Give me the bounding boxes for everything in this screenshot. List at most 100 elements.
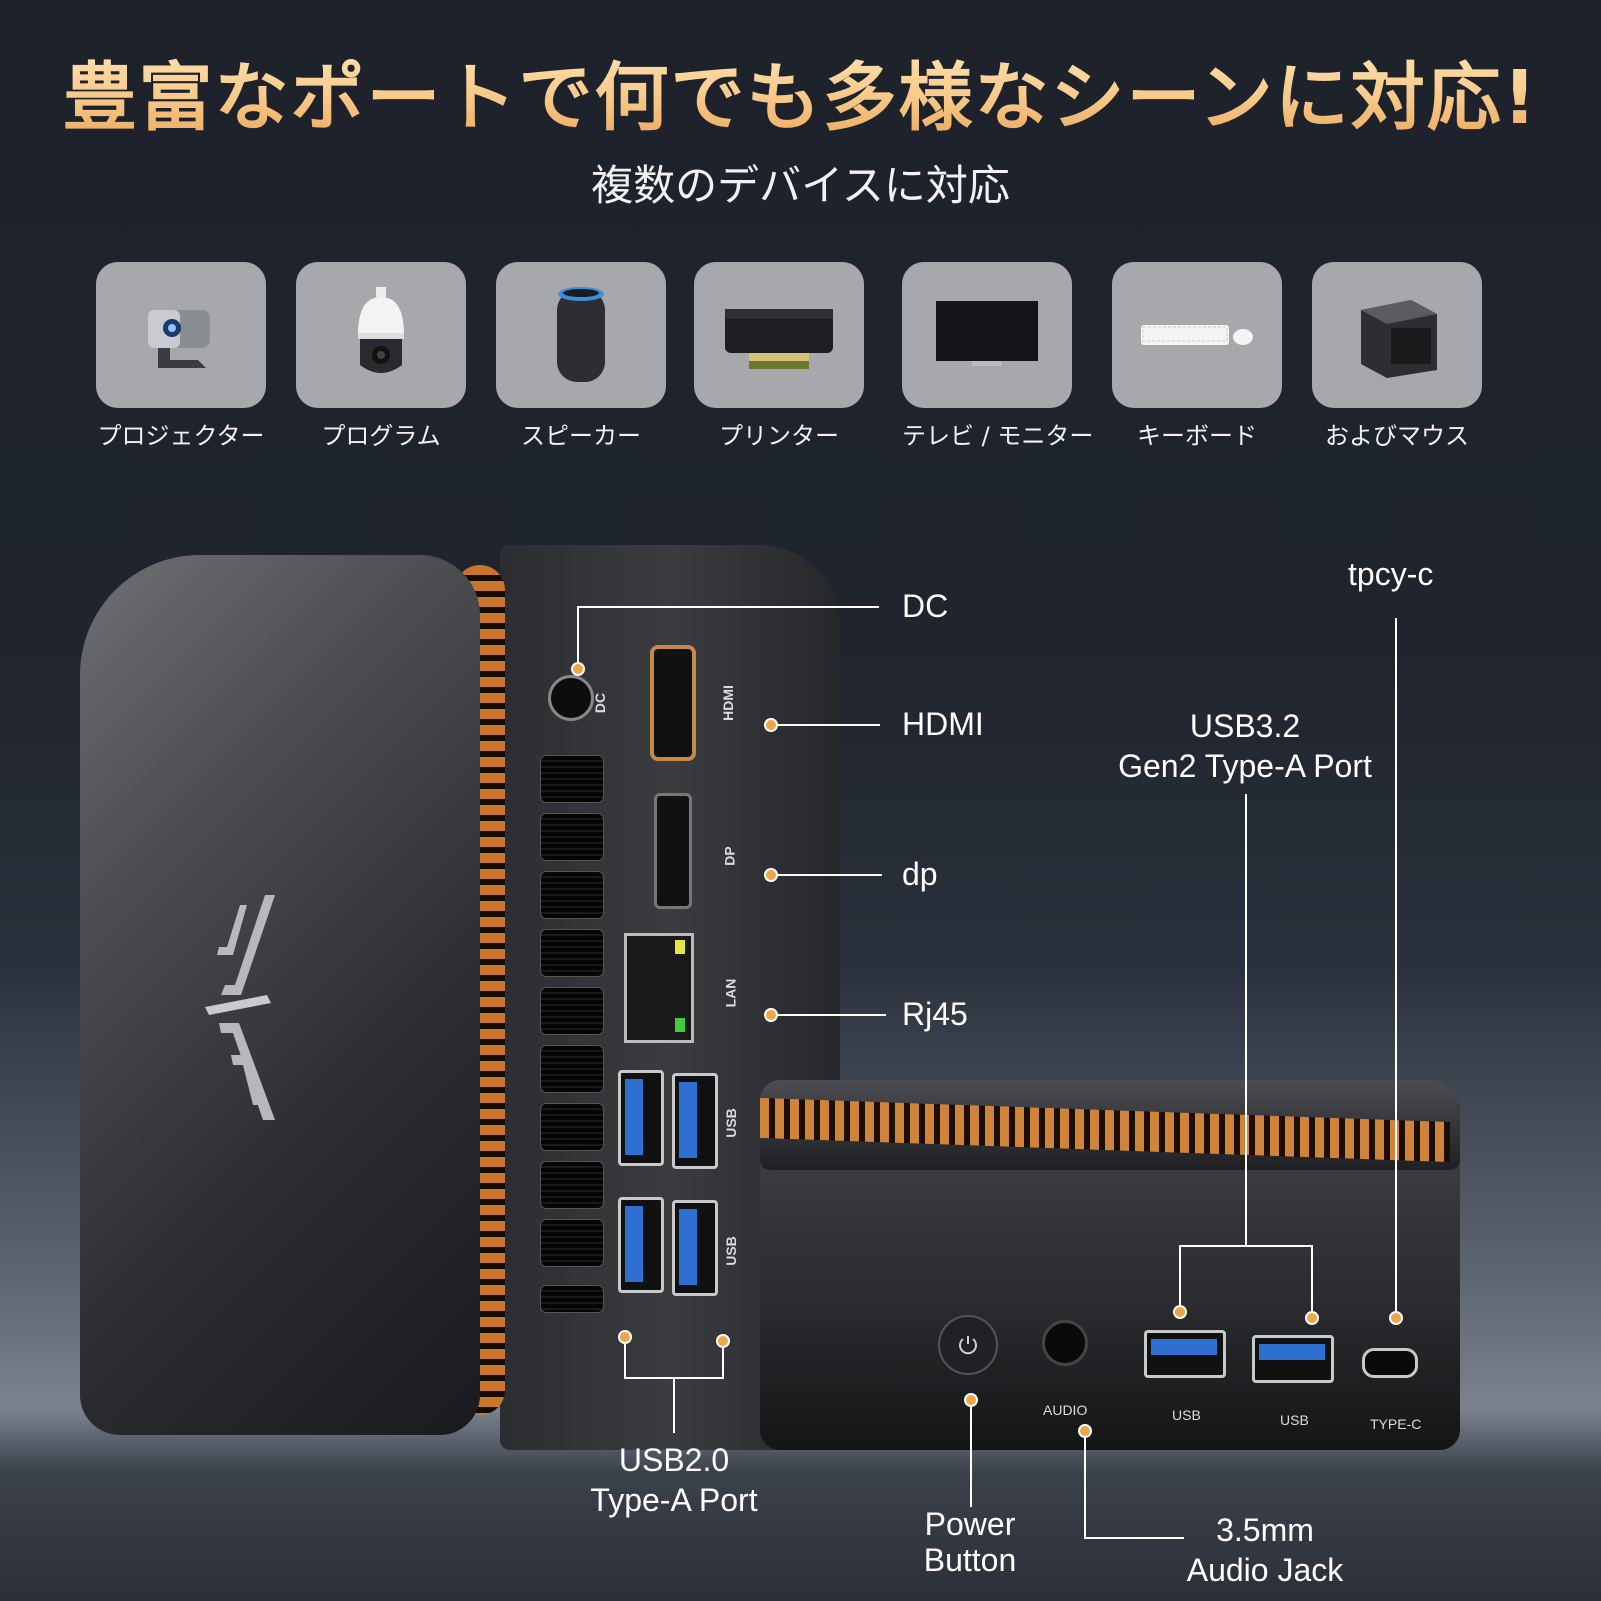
callout-audio-line1: 3.5mm <box>1216 1512 1314 1548</box>
device-printer: プリンター <box>694 262 864 451</box>
callout-usb2-line1: USB2.0 <box>618 1442 730 1478</box>
callout-rj45: Rj45 <box>902 996 968 1032</box>
callout-line <box>1179 1245 1313 1247</box>
device-speaker: スピーカー <box>496 262 666 451</box>
callout-line <box>770 724 880 726</box>
usb32-port[interactable] <box>1252 1335 1334 1383</box>
mini-pc-side-view: DC HDMI DP LAN USB USB <box>80 545 840 1450</box>
printed-label-typec: TYPE-C <box>1370 1416 1422 1432</box>
usb2-port[interactable] <box>672 1073 718 1169</box>
printed-label-dc: DC <box>592 692 609 714</box>
hdmi-port[interactable] <box>650 645 696 761</box>
callout-line <box>1245 794 1247 1246</box>
callout-line <box>770 874 882 876</box>
callout-line <box>1084 1438 1086 1538</box>
device-label: およびマウス <box>1325 422 1469 450</box>
mini-pc-front-view: AUDIO USB USB TYPE-C <box>760 1080 1460 1460</box>
callout-audio-line2: Audio Jack <box>1186 1552 1344 1588</box>
callout-dot-usb2 <box>618 1330 632 1344</box>
device-label: キーボード <box>1137 422 1257 450</box>
device-projector: プロジェクター <box>96 262 266 451</box>
callout-dp: dp <box>902 856 938 892</box>
vent-slot <box>540 813 604 861</box>
callout-dot-usb2 <box>716 1334 730 1348</box>
callout-dot-usb32 <box>1173 1305 1187 1319</box>
vent-slot <box>540 987 604 1035</box>
callout-line <box>624 1344 626 1378</box>
callout-dot-power <box>964 1393 978 1407</box>
vent-slot <box>540 871 604 919</box>
printed-label-usb: USB <box>1172 1407 1201 1423</box>
callout-line <box>770 1014 886 1016</box>
device-label: テレビ / モニター <box>902 422 1094 450</box>
device-label: スピーカー <box>521 422 641 450</box>
usb-c-port[interactable] <box>1362 1348 1418 1378</box>
callout-line <box>1311 1245 1313 1311</box>
usb2-port[interactable] <box>618 1070 664 1166</box>
vent-slot <box>540 1161 604 1209</box>
dc-jack[interactable] <box>548 675 594 721</box>
printed-label-dp: DP <box>721 846 738 866</box>
usb32-port[interactable] <box>1144 1330 1226 1378</box>
vent-slot <box>540 1103 604 1151</box>
subheadline: 複数のデバイスに対応 <box>591 161 1010 210</box>
power-button[interactable] <box>938 1315 998 1375</box>
mini-pc-icon <box>1312 262 1482 408</box>
vent-slot <box>540 755 604 803</box>
printed-label-usb: USB <box>1280 1412 1309 1428</box>
vent-slot <box>540 1285 604 1313</box>
vent-slot <box>540 1045 604 1093</box>
callout-dot-typec <box>1389 1311 1403 1325</box>
callout-usb2: USB2.0 Type-A Port <box>580 1440 768 1520</box>
callout-dot-hdmi <box>764 718 778 732</box>
callout-audio: 3.5mm Audio Jack <box>1170 1510 1360 1590</box>
headline: 豊富なポートで何でも多様なシーンに対応! <box>0 38 1601 145</box>
usb2-port[interactable] <box>618 1197 664 1293</box>
callout-line <box>673 1377 675 1433</box>
usb2-port[interactable] <box>672 1200 718 1296</box>
callout-hdmi: HDMI <box>902 706 984 742</box>
rj45-port[interactable] <box>624 933 694 1043</box>
keyboard-icon <box>1112 262 1282 408</box>
mini-pc-lid <box>80 555 480 1435</box>
callout-power-line2: Button <box>923 1542 1017 1578</box>
device-label: プリンター <box>719 422 839 450</box>
callout-usb32-line1: USB3.2 <box>1189 708 1301 744</box>
device-mouse: およびマウス <box>1312 262 1482 451</box>
device-grid: プロジェクター プログラム スピーカー プリンター テレビ / モニター キーボ… <box>96 262 1506 452</box>
callout-typec: tpcy-c <box>1348 556 1434 592</box>
callout-line <box>577 606 579 666</box>
projector-icon <box>96 262 266 408</box>
audio-jack[interactable] <box>1042 1320 1088 1366</box>
led-yellow <box>675 940 685 954</box>
smart-speaker-icon <box>496 262 666 408</box>
brand-logo-icon <box>205 895 275 1120</box>
callout-line <box>1179 1245 1181 1305</box>
callout-dot-dp <box>764 868 778 882</box>
front-panel <box>760 1160 1460 1450</box>
callout-line <box>1395 618 1397 1312</box>
device-label: プロジェクター <box>97 422 265 450</box>
callout-dot-rj45 <box>764 1008 778 1022</box>
callout-line <box>577 606 879 608</box>
callout-line <box>722 1348 724 1378</box>
printed-label-usb: USB <box>722 1108 739 1138</box>
callout-usb2-line2: Type-A Port <box>590 1482 758 1518</box>
printer-icon <box>694 262 864 408</box>
printed-label-usb: USB <box>722 1236 739 1266</box>
printed-label-lan: LAN <box>722 978 739 1008</box>
device-label: プログラム <box>321 422 441 450</box>
callout-power: Power Button <box>900 1506 1040 1578</box>
callout-line <box>970 1407 972 1507</box>
callout-dot-usb32 <box>1305 1311 1319 1325</box>
callout-usb32: USB3.2 Gen2 Type-A Port <box>1100 706 1390 786</box>
displayport-port[interactable] <box>654 793 692 909</box>
tv-monitor-icon <box>902 262 1072 408</box>
callout-line <box>1084 1537 1184 1539</box>
led-green <box>675 1018 685 1032</box>
device-keyboard: キーボード <box>1112 262 1282 451</box>
callout-dc: DC <box>902 588 949 624</box>
printed-label-audio: AUDIO <box>1043 1402 1088 1418</box>
power-icon <box>959 1336 977 1355</box>
callout-power-line1: Power <box>924 1506 1016 1542</box>
